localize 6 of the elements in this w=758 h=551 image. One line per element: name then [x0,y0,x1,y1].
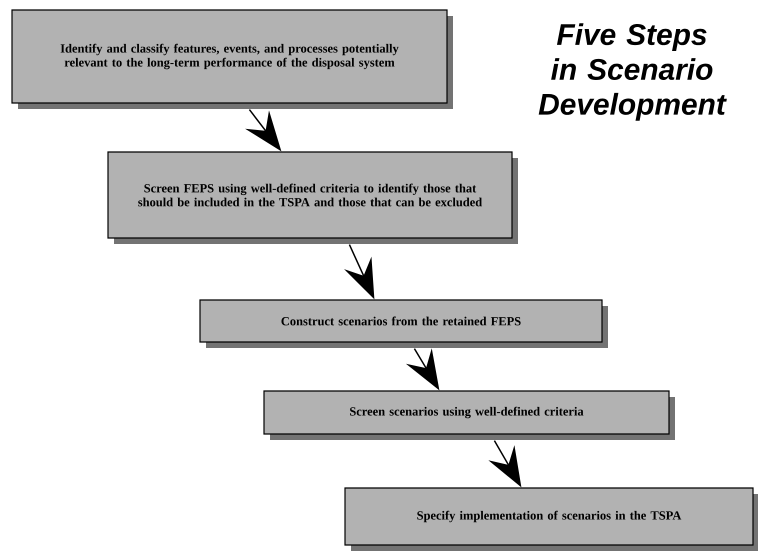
title: Five Steps in Scenario Development [538,23,727,121]
process-box: Screen FEPS using well-defined criteria to identify those that should be included in the TSPA and those that can be excluded [107,151,518,244]
process-box: Identify and classify features, events, and processes potentially relevant to the long-term performance of the disposal system [11,9,453,109]
process-box: Construct scenarios from the retained FEPS [199,299,608,348]
process-box: Screen scenarios using well-defined criteria [263,390,675,440]
process-box: Specify implementation of scenarios in the TSPA [344,487,758,551]
